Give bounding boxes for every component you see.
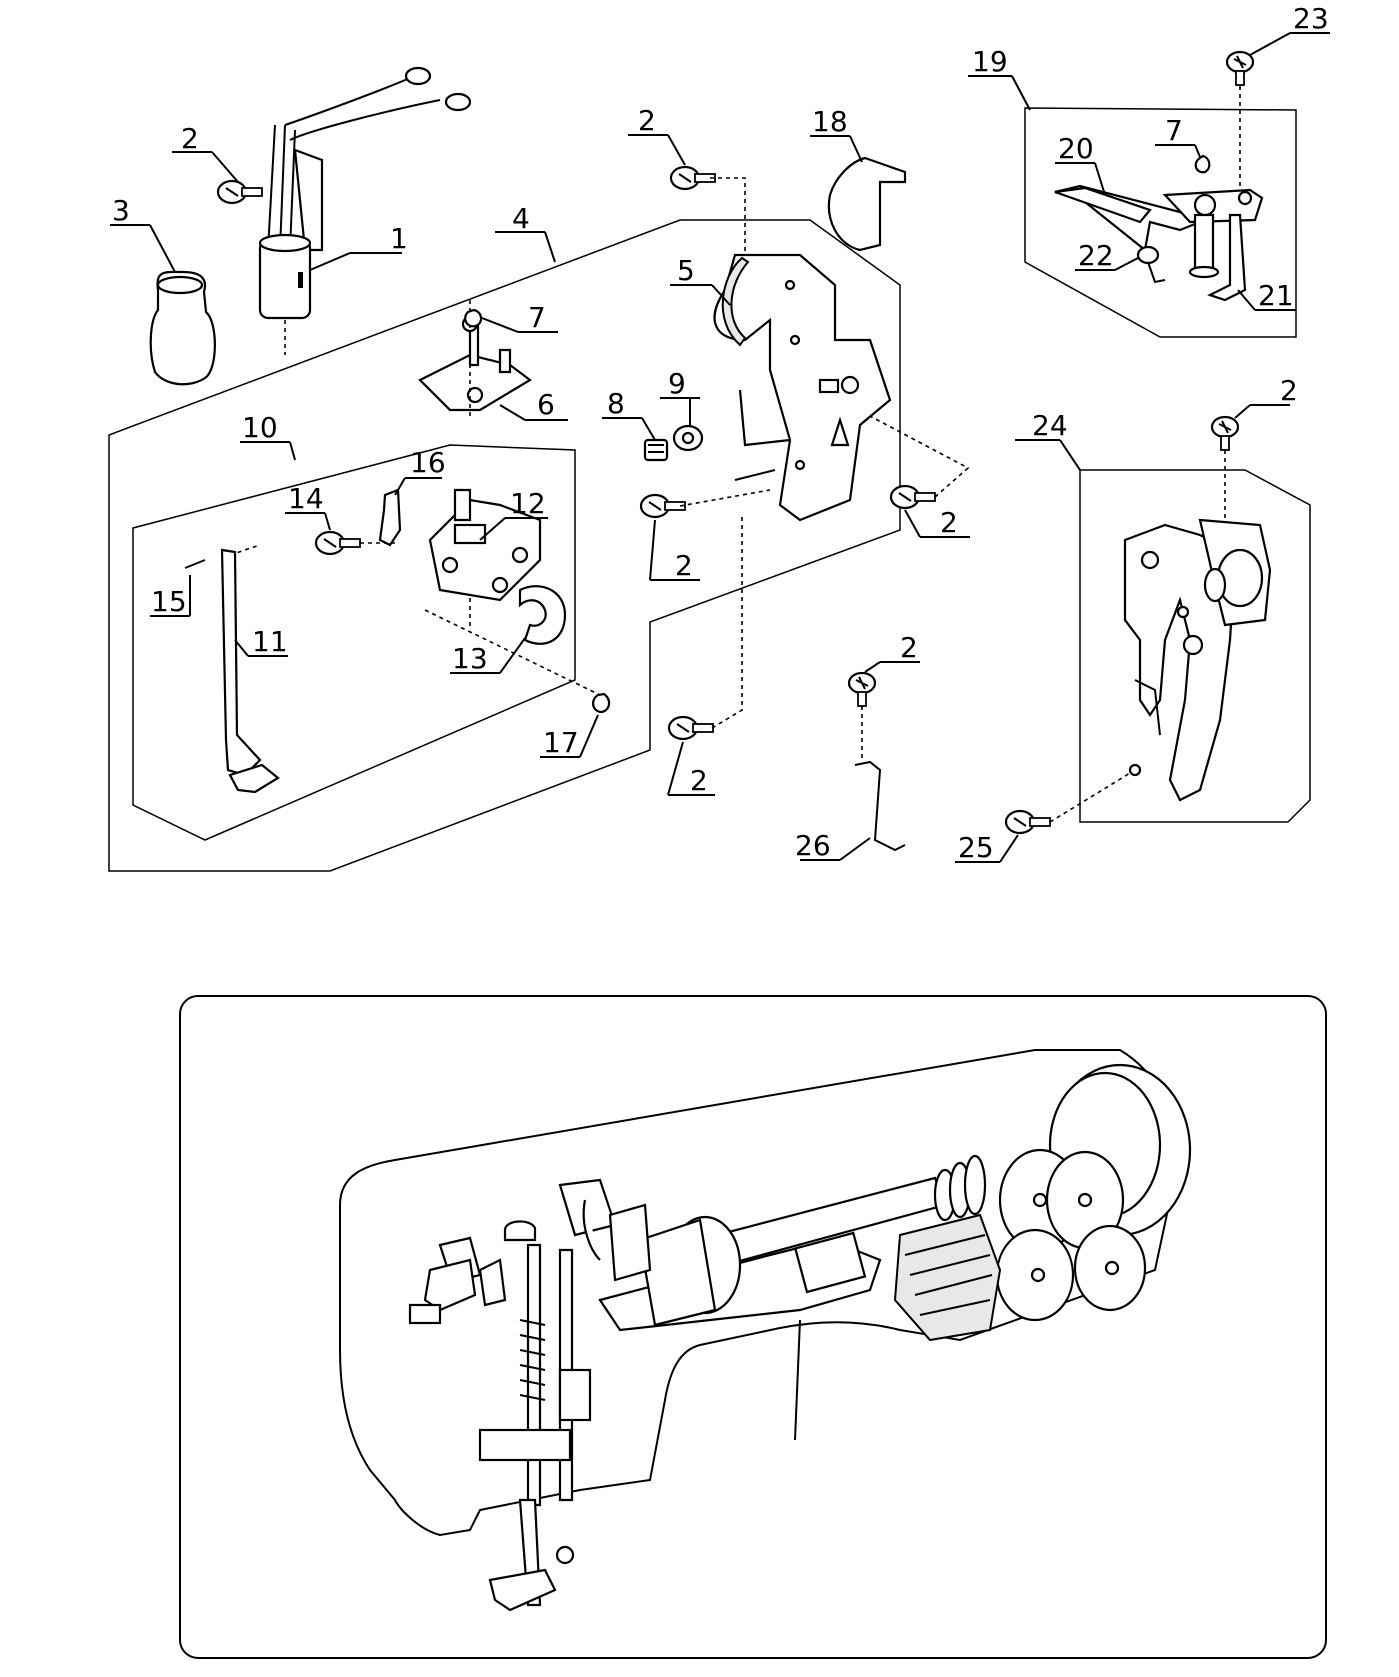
callout-16: 16 (410, 446, 446, 479)
callout-21: 21 (1258, 279, 1294, 312)
part-17-ring (592, 692, 611, 714)
callout-18: 18 (812, 105, 848, 138)
callout-2g: 2 (1280, 374, 1298, 407)
callout-2e: 2 (690, 764, 708, 797)
callout-2b: 2 (638, 104, 656, 137)
screw-2-f (847, 671, 877, 708)
callout-2a: 2 (181, 122, 199, 155)
machine-overview-inset (179, 995, 1327, 1659)
callout-12: 12 (510, 487, 546, 520)
part-26-wire (854, 760, 906, 852)
part-24-bracket (1123, 518, 1272, 802)
callout-2f: 2 (900, 631, 918, 664)
screw-14 (314, 530, 362, 556)
part-7-ring-a (464, 308, 483, 328)
screw-2-c (639, 493, 687, 519)
callout-15: 15 (151, 585, 187, 618)
part-12-assembly (428, 488, 542, 602)
screw-2-d (889, 484, 937, 510)
callout-7b: 7 (1165, 114, 1183, 147)
part-13-cap (518, 585, 567, 645)
part-8-screw (643, 438, 669, 462)
group-4-outline (108, 219, 901, 872)
callout-14: 14 (288, 482, 324, 515)
callout-23: 23 (1293, 2, 1329, 35)
part-20-arm (1054, 186, 1152, 224)
callout-2d: 2 (940, 506, 958, 539)
part-7-ring-b (1194, 154, 1211, 174)
callout-9: 9 (668, 367, 686, 400)
callout-26: 26 (795, 829, 831, 862)
shaft-coils (933, 1154, 987, 1222)
callout-5: 5 (677, 254, 695, 287)
part-9-nut (672, 424, 704, 452)
part-3-bulb (149, 270, 216, 386)
group-10-outline (132, 444, 576, 841)
part-16-spring (378, 488, 402, 547)
part-5-bracket (713, 253, 892, 522)
callout-20: 20 (1058, 132, 1094, 165)
part-22-spring (1136, 245, 1166, 284)
callout-2c: 2 (675, 549, 693, 582)
callout-3: 3 (112, 194, 130, 227)
screw-2-g (1210, 415, 1240, 452)
callout-leaders (110, 32, 1330, 863)
part-18-shield (827, 156, 907, 252)
screw-25 (1004, 809, 1052, 835)
part-6-plate (418, 300, 532, 420)
part-1-lamp-socket (258, 66, 472, 355)
callout-10: 10 (242, 411, 278, 444)
callout-7a: 7 (528, 301, 546, 334)
screw-2-a (216, 179, 264, 205)
screw-2-e (667, 715, 715, 741)
screw-23 (1225, 50, 1255, 87)
callout-24: 24 (1032, 409, 1068, 442)
callout-labels: 1 2 3 4 2 18 5 7 6 8 9 10 16 14 12 2 2 1… (112, 2, 1329, 864)
part-11-lever (184, 548, 280, 794)
callout-8: 8 (607, 387, 625, 420)
screw-2-b (669, 165, 717, 191)
callout-4: 4 (512, 202, 530, 235)
callout-13: 13 (452, 642, 488, 675)
callout-22: 22 (1078, 239, 1114, 272)
callout-25: 25 (958, 831, 994, 864)
callout-19: 19 (972, 45, 1008, 78)
callout-11: 11 (252, 625, 288, 658)
callout-6: 6 (537, 388, 555, 421)
callout-1: 1 (390, 222, 408, 255)
group-19-outline (1024, 107, 1297, 338)
callout-17: 17 (543, 726, 579, 759)
group-24-outline (1079, 469, 1311, 823)
